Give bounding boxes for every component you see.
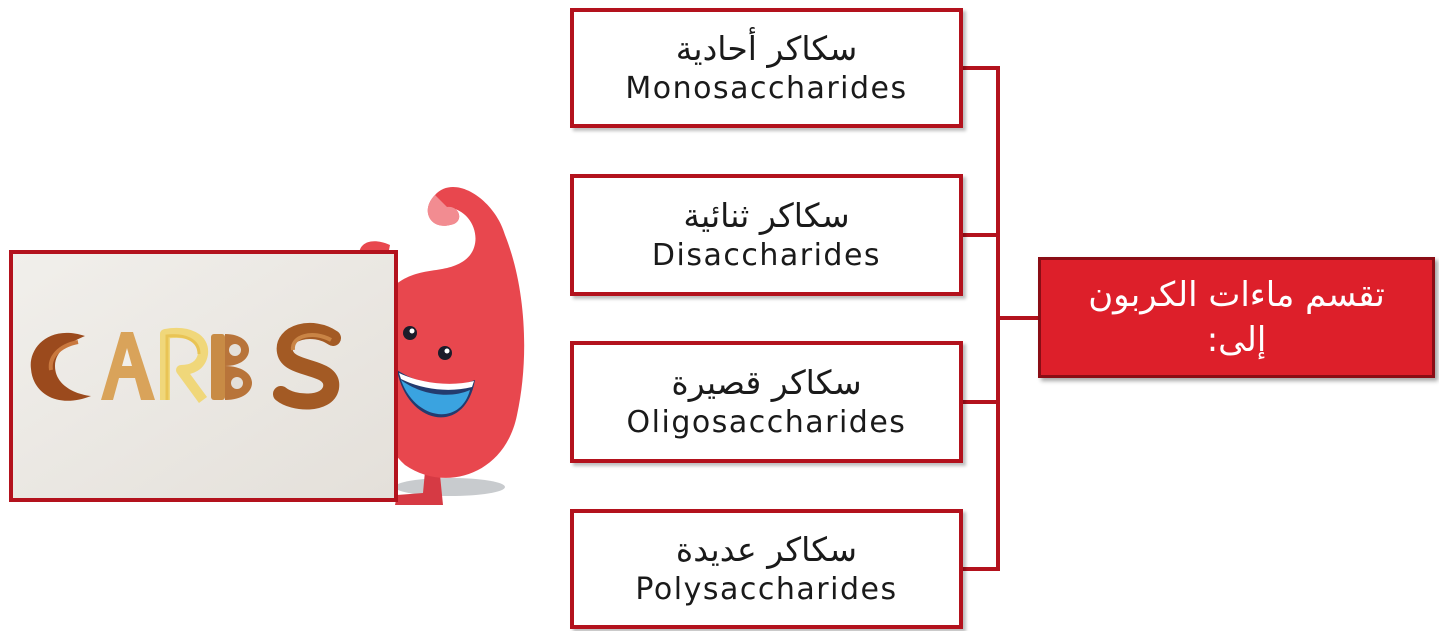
category-arabic-label: سكاكر أحادية <box>676 28 858 69</box>
category-arabic-label: سكاكر ثنائية <box>683 195 849 236</box>
category-english-label: Polysaccharides <box>635 570 897 609</box>
category-box-oligosaccharides: سكاكر قصيرة Oligosaccharides <box>570 341 963 463</box>
category-box-monosaccharides: سكاكر أحادية Monosaccharides <box>570 8 963 128</box>
root-node-carbohydrates: تقسم ماءات الكربون إلى: <box>1038 257 1435 378</box>
category-english-label: Monosaccharides <box>625 69 907 108</box>
category-arabic-label: سكاكر قصيرة <box>671 362 861 403</box>
category-box-disaccharides: سكاكر ثنائية Disaccharides <box>570 174 963 296</box>
category-english-label: Oligosaccharides <box>627 403 907 442</box>
category-box-polysaccharides: سكاكر عديدة Polysaccharides <box>570 509 963 629</box>
root-title-line2: إلى: <box>1207 318 1267 362</box>
category-english-label: Disaccharides <box>652 236 881 275</box>
root-title-line1: تقسم ماءات الكربون <box>1088 273 1385 317</box>
category-arabic-label: سكاكر عديدة <box>676 529 857 570</box>
